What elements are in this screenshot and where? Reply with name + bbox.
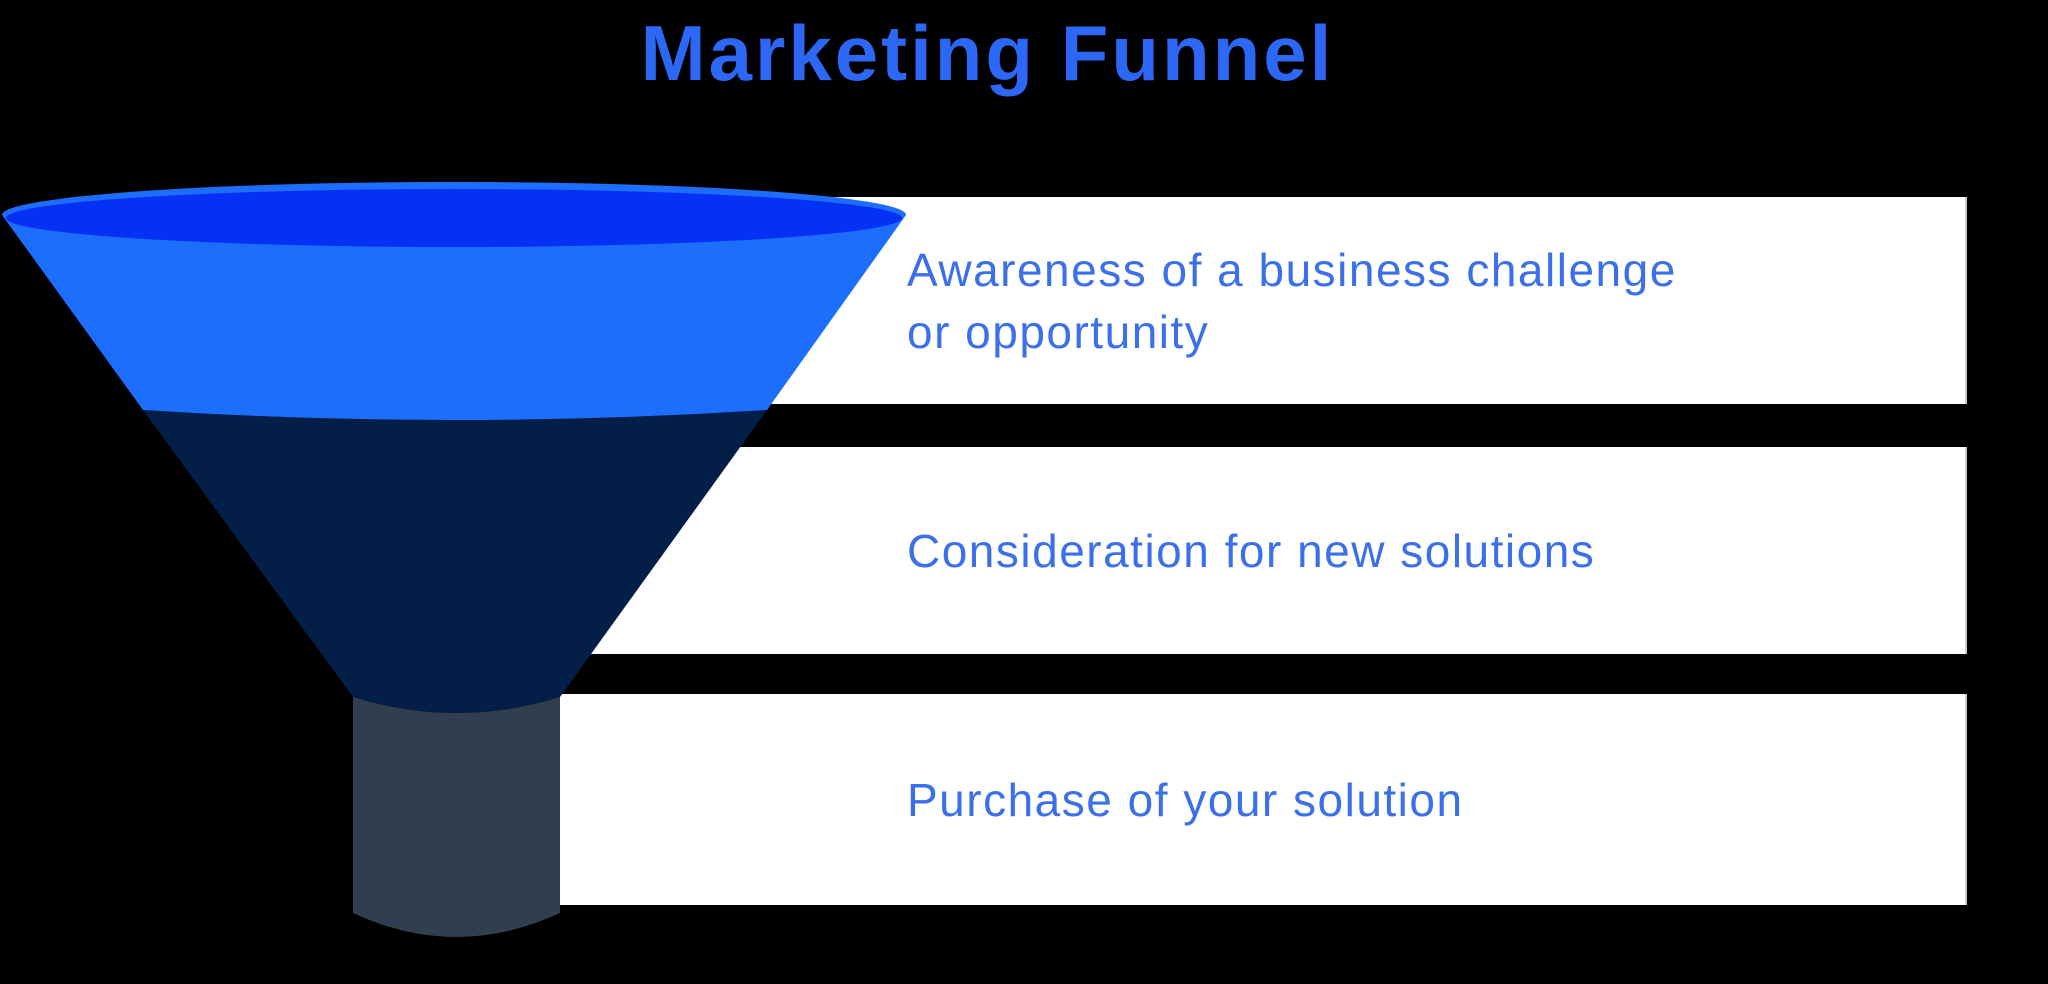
stage-card-awareness: Awareness of a business challenge or opp… [560,197,1967,404]
funnel-stem-purchase [353,697,560,937]
stage-card-consideration: Consideration for new solutions [560,447,1967,654]
stage-label-awareness-line-1: Awareness of a business challenge [907,243,1677,296]
stage-card-purchase: Purchase of your solution [560,694,1967,905]
stage-label-awareness-line-2: or opportunity [907,305,1210,358]
page-title: Marketing Funnel [640,9,1335,97]
stage-label-purchase: Purchase of your solution [907,773,1464,826]
stage-label-consideration: Consideration for new solutions [907,524,1596,577]
